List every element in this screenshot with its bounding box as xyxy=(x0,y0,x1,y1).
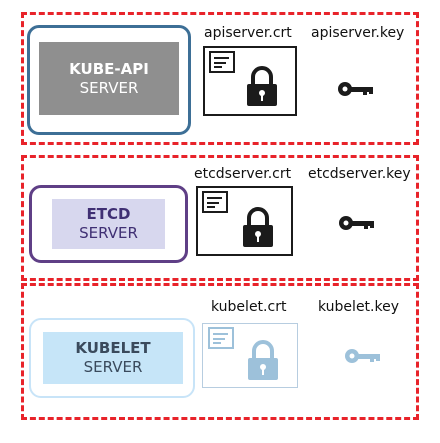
kubelet-server-subtitle: SERVER xyxy=(83,358,143,376)
lock-icon xyxy=(247,66,277,106)
kube-api-server-title: KUBE-API xyxy=(69,59,149,78)
key-icon xyxy=(339,216,374,230)
apiserver-key-label: apiserver.key xyxy=(311,25,405,41)
etcd-server-panel: ETCD SERVER xyxy=(52,199,165,249)
kubelet-server-box: KUBELET SERVER xyxy=(29,318,195,398)
etcd-server-box: ETCD SERVER xyxy=(29,185,188,263)
etcdserver-key-label: etcdserver.key xyxy=(308,166,411,182)
certificate-icon xyxy=(208,327,234,349)
etcd-server-title: ETCD xyxy=(86,205,131,224)
etcdserver-crt-label: etcdserver.crt xyxy=(194,166,292,182)
etcd-server-subtitle: SERVER xyxy=(79,224,138,242)
key-icon xyxy=(345,349,380,363)
kube-api-server-box: KUBE-API SERVER xyxy=(27,25,191,135)
kubelet-server-panel: KUBELET SERVER xyxy=(43,332,183,384)
certificate-icon xyxy=(202,191,228,213)
certificate-icon xyxy=(209,51,235,73)
etcd-section xyxy=(21,155,419,281)
apiserver-crt-label: apiserver.crt xyxy=(204,25,292,41)
kubelet-key-label: kubelet.key xyxy=(318,299,399,315)
kube-api-section xyxy=(21,12,419,145)
kubelet-section xyxy=(21,283,419,420)
kubelet-crt-label: kubelet.crt xyxy=(211,299,287,315)
kubelet-server-title: KUBELET xyxy=(75,339,151,358)
lock-icon xyxy=(243,207,273,247)
kube-api-server-panel: KUBE-API SERVER xyxy=(39,42,179,115)
lock-icon xyxy=(248,340,278,380)
kube-api-server-subtitle: SERVER xyxy=(79,78,139,97)
key-icon xyxy=(338,82,373,96)
